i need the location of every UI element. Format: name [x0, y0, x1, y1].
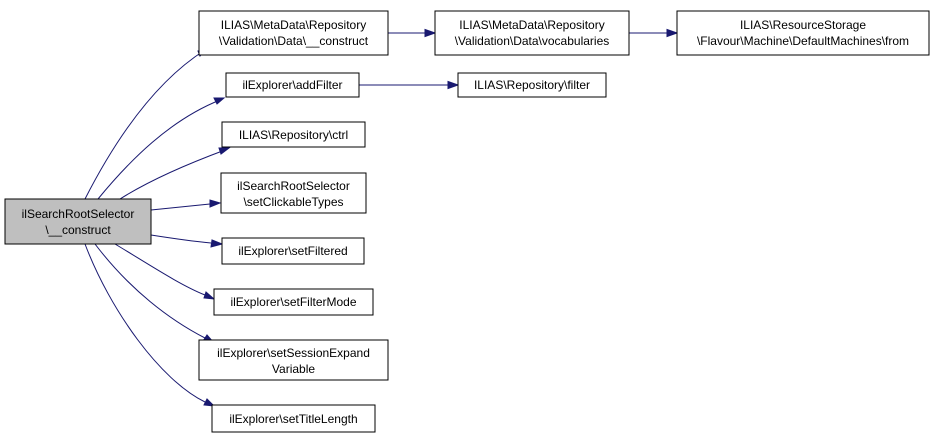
node-filtermode[interactable]: ilExplorer\setFilterMode [213, 288, 374, 316]
edge-root-to-addfilter [97, 97, 226, 200]
node-repo-ctrl[interactable]: ILIAS\Repository\ctrl [221, 121, 366, 148]
edge-root-to-clickable [150, 199, 222, 211]
edge-root-to-titlelength [84, 243, 216, 407]
node-md-construct[interactable]: ILIAS\MetaData\Repository \Validation\Da… [198, 10, 389, 56]
node-repo-ctrl-label: ILIAS\Repository\ctrl [239, 128, 348, 142]
edge-root-to-filtermode [114, 243, 216, 300]
edge-root-to-md-construct [84, 49, 207, 200]
edge-md-vocab-to-rs-from [629, 28, 679, 38]
node-filtermode-label: ilExplorer\setFilterMode [230, 295, 356, 309]
node-md-vocab[interactable]: ILIAS\MetaData\Repository \Validation\Da… [434, 10, 630, 56]
node-addfilter-label: ilExplorer\addFilter [242, 78, 342, 92]
node-setfiltered-label: ilExplorer\setFiltered [238, 244, 347, 258]
edge-root-to-sessionexpand [94, 243, 216, 344]
node-setfiltered[interactable]: ilExplorer\setFiltered [221, 237, 365, 265]
node-md-vocab-line-1: ILIAS\MetaData\Repository [459, 18, 604, 32]
node-root-line-2: \__construct [45, 223, 111, 237]
edge-md-construct-to-md-vocab [388, 28, 437, 38]
node-sessionexpand-line-2: Variable [272, 362, 315, 376]
node-titlelength-label: ilExplorer\setTitleLength [229, 412, 357, 426]
node-md-vocab-line-2: \Validation\Data\vocabularies [455, 34, 610, 48]
node-rs-from-line-2: \Flavour\Machine\DefaultMachines\from [697, 34, 909, 48]
node-md-construct-line-2: \Validation\Data\__construct [219, 34, 369, 48]
node-rs-from[interactable]: ILIAS\ResourceStorage \Flavour\Machine\D… [676, 10, 930, 56]
node-rs-from-line-1: ILIAS\ResourceStorage [740, 18, 866, 32]
node-clickable[interactable]: ilSearchRootSelector \setClickableTypes [220, 172, 367, 214]
node-repo-filter[interactable]: ILIAS\Repository\filter [457, 72, 607, 98]
node-root-line-1: ilSearchRootSelector [22, 207, 135, 221]
node-clickable-line-2: \setClickableTypes [243, 195, 343, 209]
node-titlelength[interactable]: ilExplorer\setTitleLength [211, 404, 376, 433]
node-md-construct-line-1: ILIAS\MetaData\Repository [221, 18, 366, 32]
edge-root-to-repo-ctrl [119, 147, 231, 200]
node-clickable-line-1: ilSearchRootSelector [237, 179, 350, 193]
node-sessionexpand-line-1: ilExplorer\setSessionExpand [217, 346, 370, 360]
node-addfilter[interactable]: ilExplorer\addFilter [225, 72, 360, 98]
edge-root-to-setfiltered [150, 234, 224, 248]
edge-addfilter-to-repo-filter [359, 80, 460, 90]
node-repo-filter-label: ILIAS\Repository\filter [474, 78, 590, 92]
node-sessionexpand[interactable]: ilExplorer\setSessionExpand Variable [198, 339, 389, 381]
node-root[interactable]: ilSearchRootSelector \__construct [4, 198, 152, 245]
